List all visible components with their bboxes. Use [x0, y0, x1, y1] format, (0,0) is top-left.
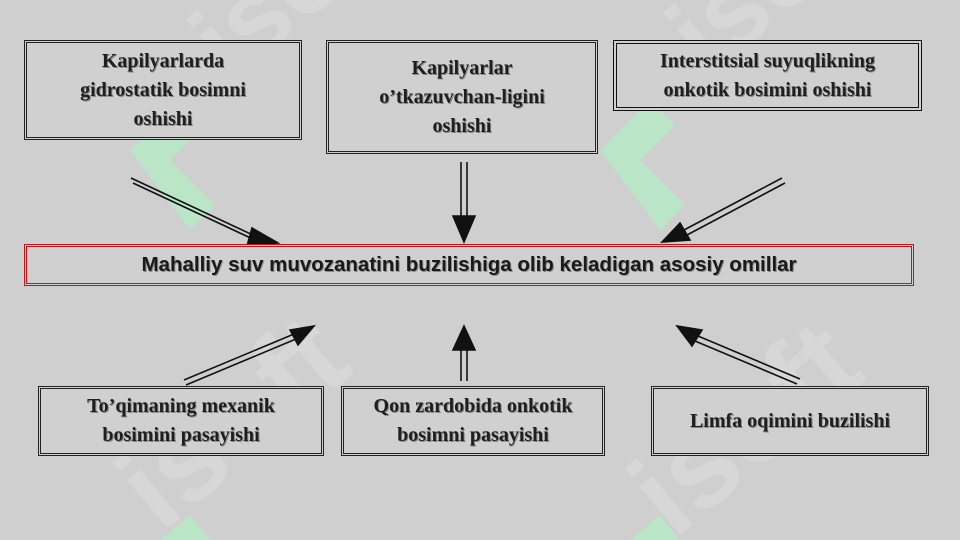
factor-line: onkotik bosimini oshishi	[663, 78, 872, 101]
factor-line: To’qimaning mexanik	[87, 395, 275, 417]
factor-line: Kapilyarlar	[411, 56, 513, 79]
factor-line: Qon zardobida onkotik	[373, 395, 573, 417]
arrow-top-center	[451, 162, 477, 245]
central-concept-box: Mahalliy suv muvozanatini buzilishiga ol…	[24, 244, 914, 286]
factor-line: oshishi	[133, 107, 193, 130]
factor-box-lymph-flow-disruption: Limfa oqimini buzilishi	[651, 386, 929, 456]
arrow-bottom-left	[183, 324, 317, 386]
central-concept-label: Mahalliy suv muvozanatini buzilishiga ol…	[141, 253, 797, 276]
arrow-top-left	[130, 177, 281, 247]
factor-line: bosimni pasayishi	[397, 424, 549, 446]
factor-line: Kapilyarlarda	[101, 49, 225, 72]
factor-line: o’tkazuvchan-ligini	[379, 85, 545, 108]
arrow-bottom-right	[675, 324, 801, 385]
factor-line: gidrostatik bosimni	[80, 78, 246, 101]
factor-box-plasma-oncotic-pressure: Qon zardobida onkotik bosimni pasayishi	[341, 386, 605, 456]
factor-line: oshishi	[432, 114, 492, 137]
factor-line: Interstitsial suyuqlikning	[659, 49, 876, 72]
arrow-top-right	[660, 177, 786, 243]
factor-line: bosimini pasayishi	[102, 424, 260, 446]
factor-box-interstitial-oncotic-pressure: Interstitsial suyuqlikning onkotik bosim…	[613, 40, 922, 111]
factor-line: Limfa oqimini buzilishi	[689, 409, 891, 432]
factor-box-capillary-permeability: Kapilyarlar o’tkazuvchan-ligini oshishi	[326, 40, 598, 154]
factor-box-tissue-mechanical-pressure: To’qimaning mexanik bosimini pasayishi	[38, 386, 324, 456]
factor-box-capillary-hydrostatic-pressure: Kapilyarlarda gidrostatik bosimni oshish…	[24, 40, 302, 140]
arrow-bottom-center	[451, 324, 477, 381]
